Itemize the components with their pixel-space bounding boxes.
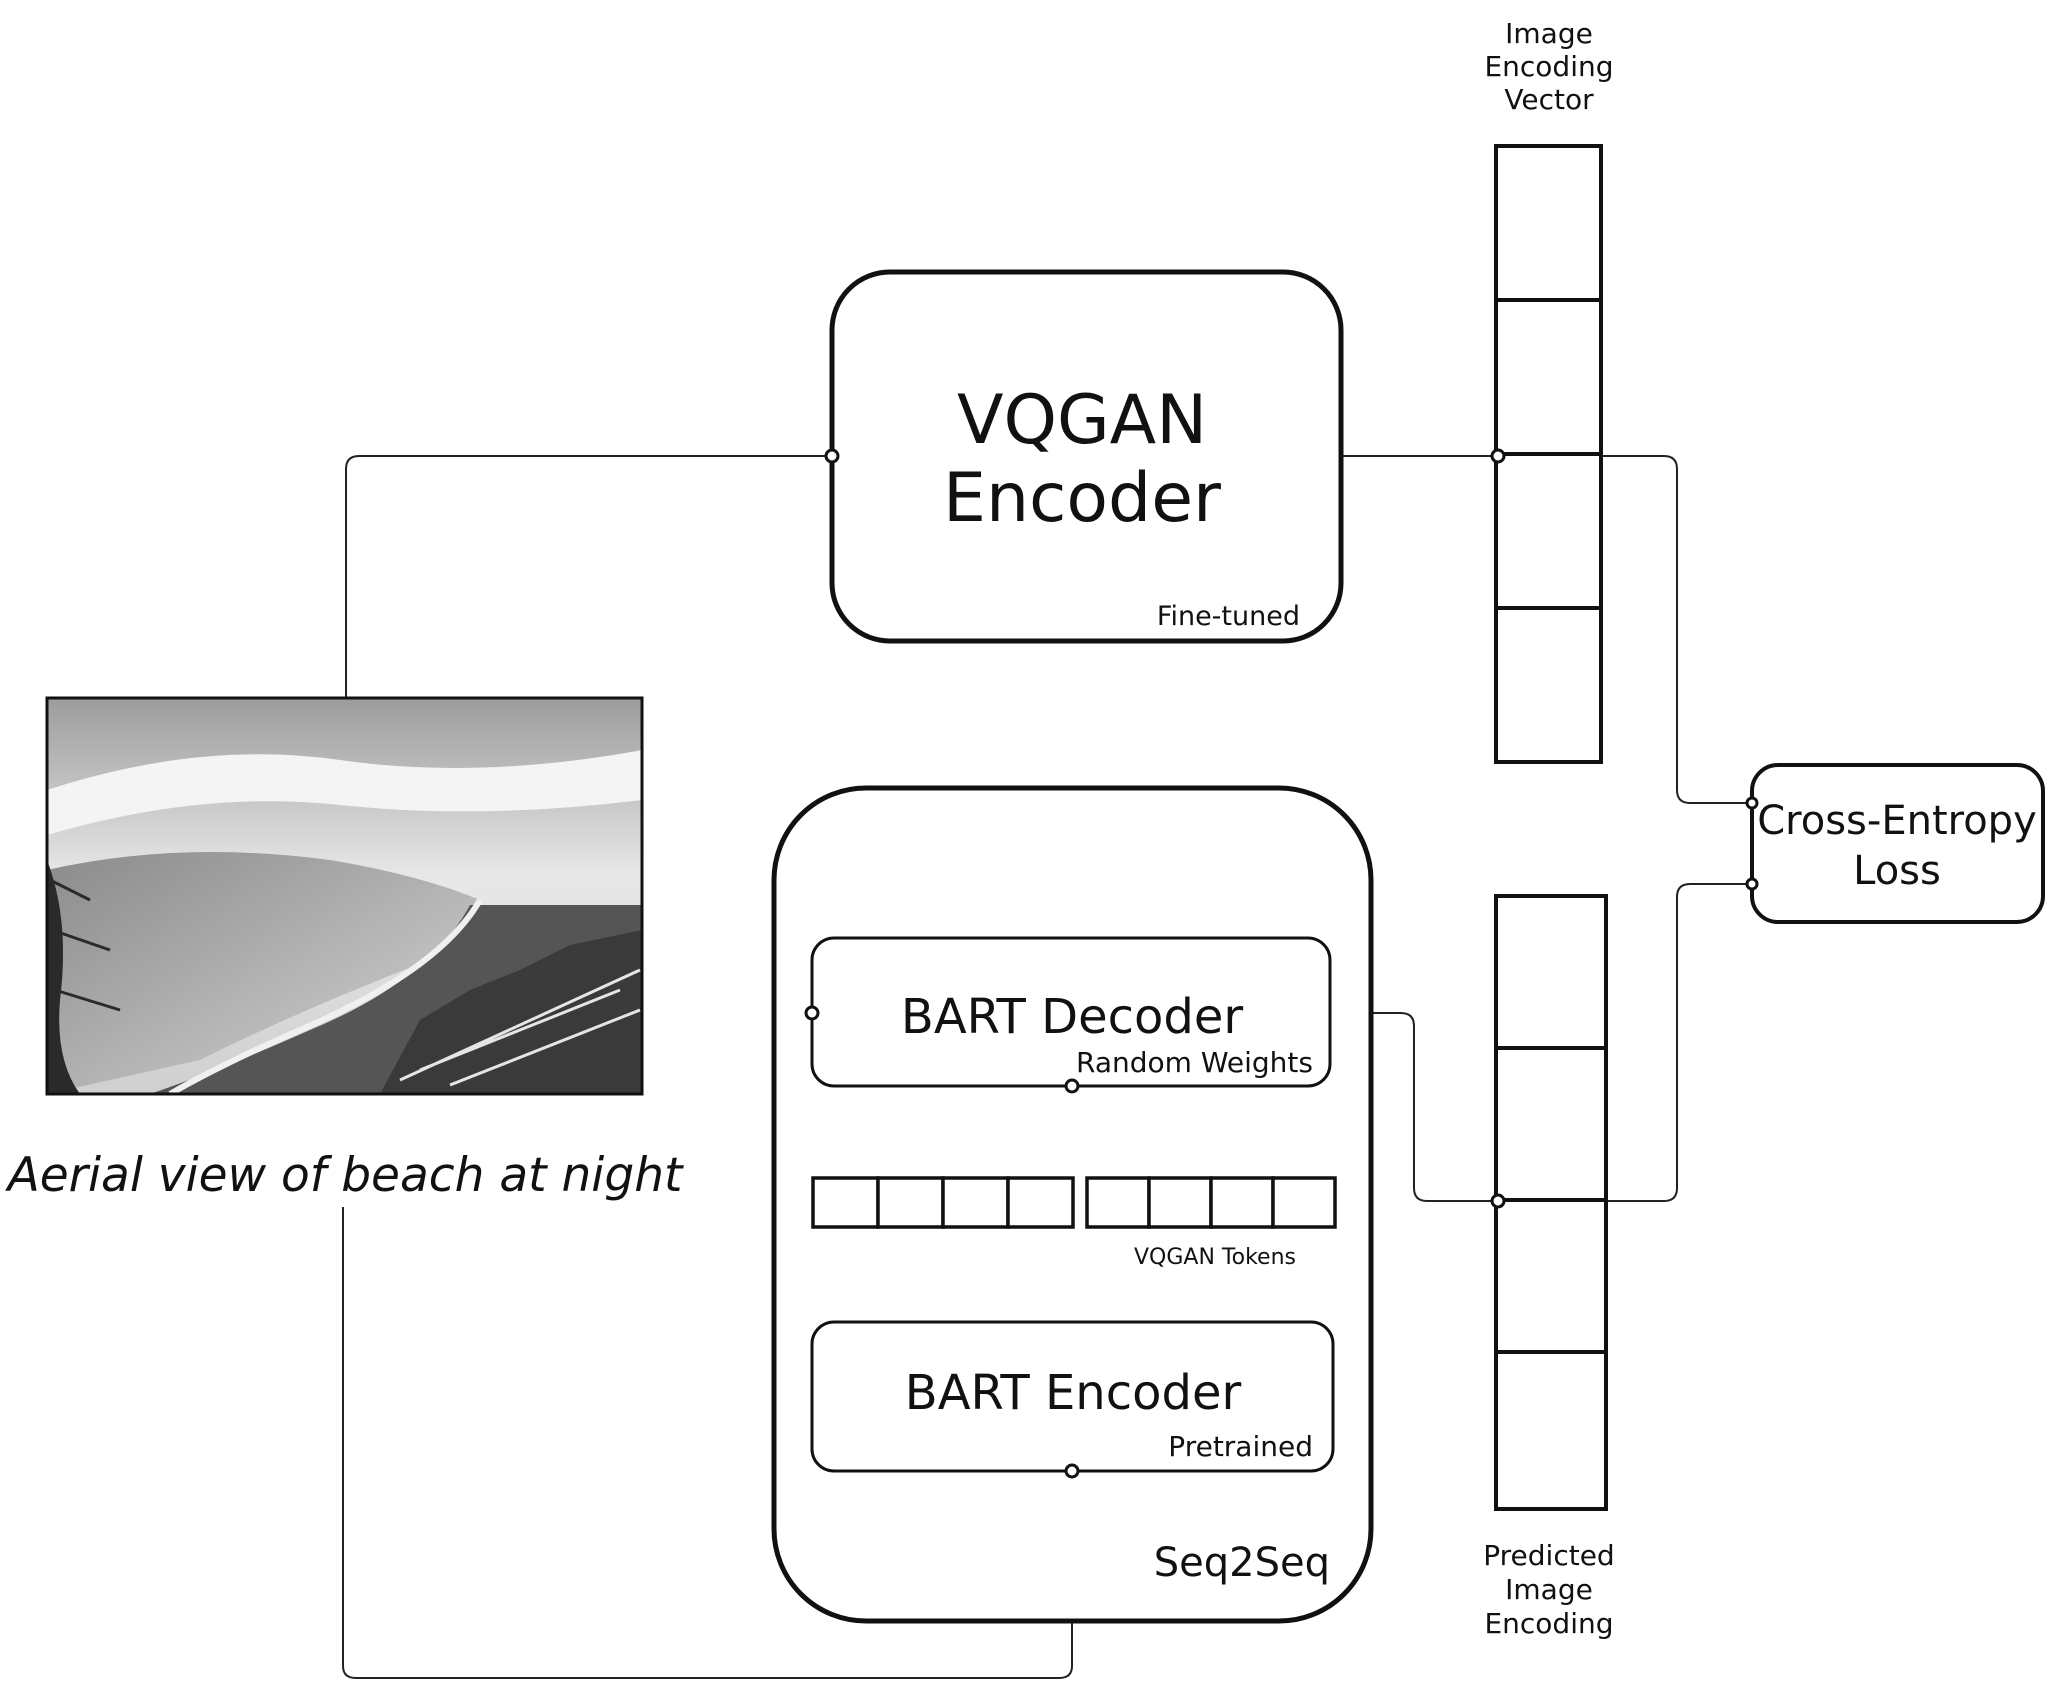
predicted-encoding-label-line2: Image: [1505, 1573, 1593, 1606]
bart-decoder-left-port: [804, 1005, 820, 1021]
vqgan-encoder-title-line2: Encoder: [943, 459, 1221, 538]
loss-label-line1: Cross-Entropy: [1757, 798, 2037, 844]
vqgan-token-group-2: [1085, 1176, 1337, 1229]
photo-sea: [47, 852, 480, 1094]
loss-label-line2: Loss: [1853, 848, 1941, 894]
vector-cell: [1494, 452, 1603, 610]
photo-town-detail: [399, 968, 641, 1087]
prediction-input-port: [1490, 1193, 1506, 1209]
image-encoding-vector: Image Encoding Vector: [1484, 17, 1614, 764]
image-encoding-vector-label-line1: Image: [1505, 17, 1593, 50]
vector-input-port: [1490, 448, 1506, 464]
vector-cell: [1494, 144, 1603, 302]
vqgan-encoder-block: VQGAN Encoder Fine-tuned: [824, 269, 1344, 644]
vqgan-tokens-label: VQGAN Tokens: [1134, 1245, 1296, 1270]
token-cell: [876, 1176, 945, 1229]
bart-decoder-bottom-port: [1064, 1078, 1080, 1094]
vqgan-encoder-title-line1: VQGAN: [957, 381, 1207, 460]
image-encoding-vector-label-line2: Encoding: [1484, 50, 1613, 83]
vector-cell: [1494, 298, 1603, 456]
token-cell: [941, 1176, 1010, 1229]
photo-cloud-band: [47, 750, 642, 835]
input-image: [45, 696, 644, 1096]
loss-input-port-bottom: [1745, 877, 1759, 891]
photo-town: [380, 930, 642, 1094]
connector-image-to-vqgan: [345, 455, 832, 698]
seq2seq-block: Seq2Seq BART Decoder Random Weights VQGA…: [771, 785, 1374, 1624]
connector-decoder-to-prediction: [1330, 1012, 1498, 1202]
prediction-cell: [1494, 894, 1608, 1050]
connectors: [342, 455, 1752, 1679]
vector-cell: [1494, 606, 1603, 764]
photo-frame: [45, 696, 644, 1096]
token-cell: [811, 1176, 880, 1229]
predicted-encoding-label-line3: Encoding: [1484, 1607, 1613, 1640]
input-caption: Aerial view of beach at night: [5, 1148, 684, 1203]
image-encoding-vector-label-line3: Vector: [1504, 83, 1594, 116]
loss-box: [1750, 763, 2045, 924]
bart-encoder-note: Pretrained: [1168, 1430, 1313, 1463]
connector-caption-to-bart-encoder: [342, 1207, 1073, 1679]
loss-block: Cross-Entropy Loss: [1745, 763, 2045, 924]
vqgan-encoder-note: Fine-tuned: [1157, 601, 1300, 632]
token-cell: [1209, 1176, 1275, 1229]
token-cell: [1085, 1176, 1151, 1229]
token-cell: [1271, 1176, 1337, 1229]
vqgan-token-group-1: [811, 1176, 1075, 1229]
connector-vector-to-loss: [1498, 455, 1752, 804]
connector-prediction-to-loss: [1498, 883, 1752, 1202]
prediction-cell: [1494, 1046, 1608, 1202]
bart-decoder-note: Random Weights: [1076, 1046, 1313, 1079]
bart-encoder-title: BART Encoder: [905, 1365, 1242, 1421]
predicted-image-encoding: Predicted Image Encoding: [1483, 894, 1615, 1640]
bart-decoder-title: BART Decoder: [901, 989, 1243, 1045]
bart-encoder-input-port: [1064, 1463, 1080, 1479]
token-cell: [1006, 1176, 1075, 1229]
prediction-cell: [1494, 1198, 1608, 1354]
photo-beach-curve: [168, 898, 483, 1094]
predicted-encoding-label-line1: Predicted: [1483, 1539, 1614, 1572]
vqgan-encoder-input-port: [824, 448, 840, 464]
prediction-cell: [1494, 1350, 1608, 1511]
photo-branches: [49, 878, 121, 1012]
seq2seq-label: Seq2Seq: [1154, 1540, 1330, 1586]
photo-foreground-tree: [47, 860, 80, 1094]
token-cell: [1147, 1176, 1213, 1229]
loss-input-port-top: [1745, 796, 1759, 810]
